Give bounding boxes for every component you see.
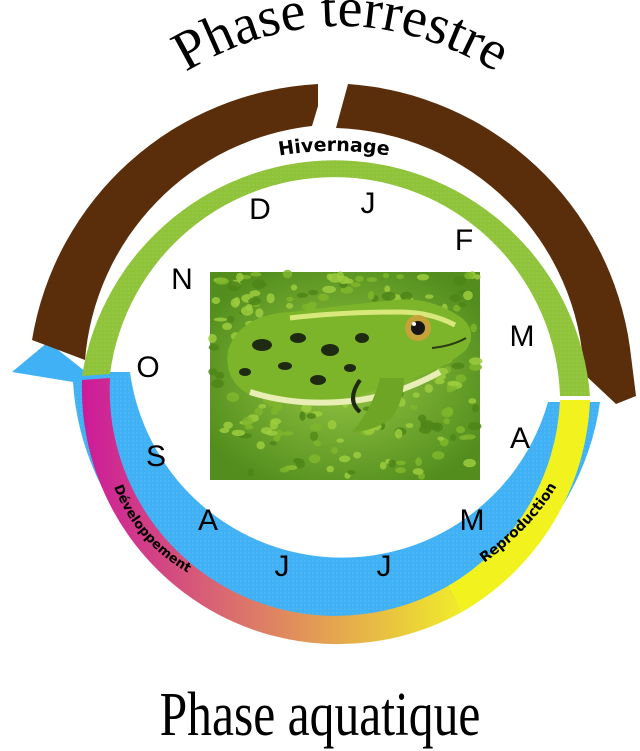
title-aquatic: Phase aquatique	[160, 681, 481, 749]
month-label: M	[510, 320, 535, 353]
month-label: A	[198, 504, 218, 537]
month-label: J	[275, 550, 290, 583]
month-label: D	[249, 193, 271, 226]
month-label: J	[377, 550, 392, 583]
month-label: M	[460, 504, 485, 537]
month-label: S	[146, 440, 166, 473]
hibernation-label: Hivernage	[277, 134, 391, 161]
frog-photo	[208, 270, 482, 480]
month-label: N	[171, 263, 193, 296]
month-label: O	[136, 351, 159, 384]
title-terrestrial: Phase terrestre	[162, 0, 520, 83]
month-label: A	[510, 422, 530, 455]
month-label: J	[361, 187, 376, 220]
month-label: F	[455, 224, 473, 257]
